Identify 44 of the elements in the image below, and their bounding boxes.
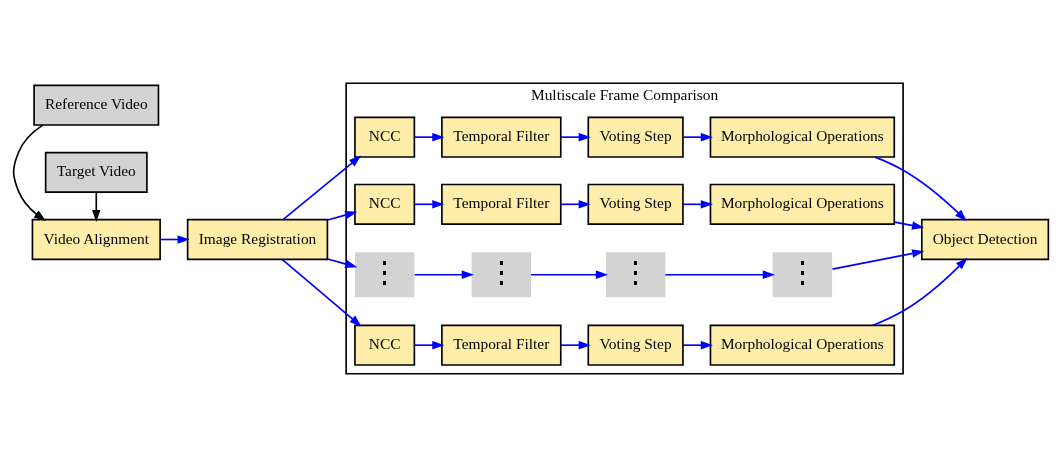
arrow <box>281 258 362 327</box>
arrow <box>682 340 713 350</box>
node-box: Video Alignment <box>31 218 161 261</box>
node-box: Temporal Filter <box>441 183 562 225</box>
arrow <box>326 210 358 221</box>
node-box: Morphological Operations <box>709 183 896 225</box>
node-box: NCC <box>354 324 416 366</box>
node-box: ⋮ <box>605 252 666 298</box>
node-box: Voting Step <box>587 324 684 366</box>
arrow <box>159 235 190 244</box>
arrow <box>413 132 445 142</box>
arrow <box>282 155 362 221</box>
arrow <box>530 270 608 279</box>
node-box: Image Registration <box>186 218 329 261</box>
node-box: Voting Step <box>587 183 684 225</box>
node-box: Morphological Operations <box>709 116 896 158</box>
arrow <box>413 270 474 279</box>
arrow <box>560 132 591 142</box>
node-box: ⋮ <box>772 252 833 298</box>
arrow <box>92 191 101 223</box>
node-box: Temporal Filter <box>441 116 562 158</box>
arrow <box>413 340 445 350</box>
node-box: ⋮ <box>471 252 532 298</box>
node-box: Target Video <box>44 151 148 193</box>
arrow <box>872 257 968 327</box>
arrow <box>12 124 46 222</box>
node-box: ⋮ <box>354 252 415 298</box>
arrow <box>682 132 713 142</box>
node-box: Morphological Operations <box>709 324 896 366</box>
arrow <box>682 200 713 209</box>
arrow <box>560 200 591 209</box>
node-box: Reference Video <box>33 84 160 126</box>
arrow <box>874 156 967 222</box>
node-box: Temporal Filter <box>441 324 562 366</box>
node-box: Voting Step <box>587 116 684 158</box>
node-box: NCC <box>354 116 416 158</box>
arrow <box>326 258 358 269</box>
arrow <box>560 340 591 350</box>
arrow <box>831 249 925 270</box>
arrow <box>664 270 775 279</box>
arrow <box>413 200 445 209</box>
node-box: Object Detection <box>920 218 1050 261</box>
arrow <box>893 221 925 230</box>
node-box: NCC <box>354 183 416 225</box>
